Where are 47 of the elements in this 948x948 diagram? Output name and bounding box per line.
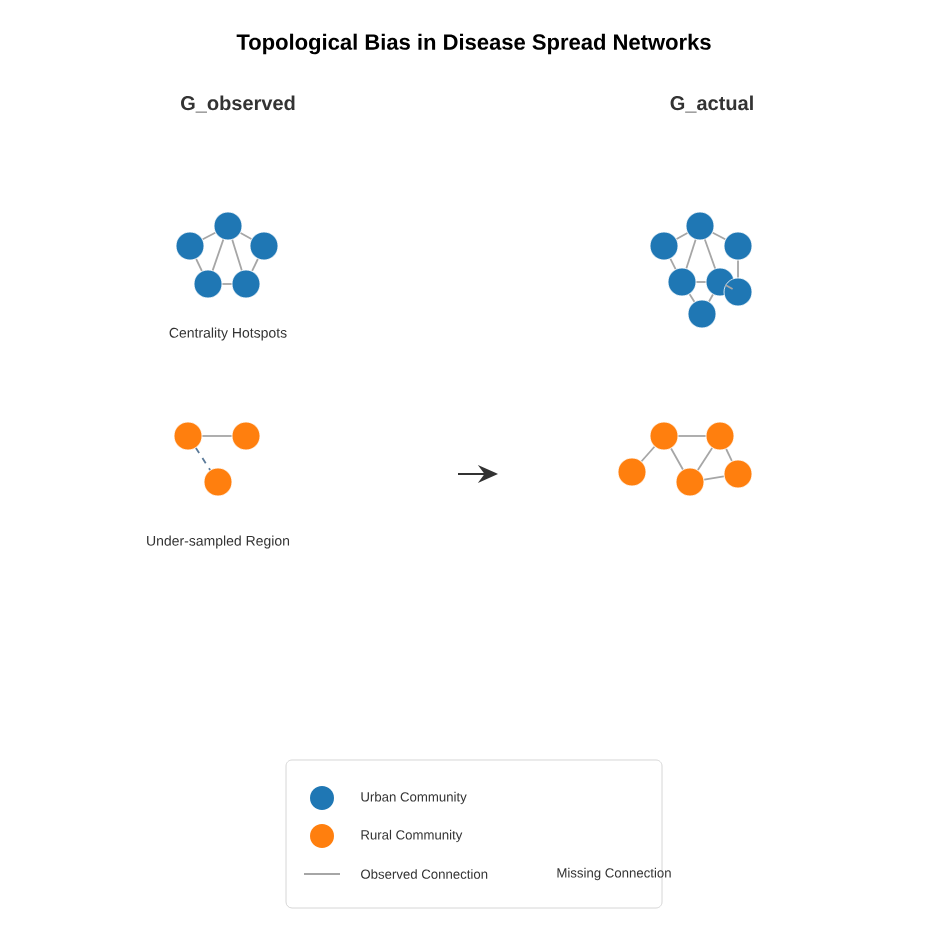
community-node <box>667 267 697 297</box>
network-edge <box>703 238 717 270</box>
community-node <box>231 269 261 299</box>
network-edge <box>711 231 727 241</box>
network-edge <box>688 293 696 303</box>
community-node <box>173 421 203 451</box>
community-node <box>213 211 243 241</box>
network-edge <box>695 281 707 283</box>
community-node <box>231 421 261 451</box>
network-edge <box>194 447 212 471</box>
network-edge <box>685 238 697 270</box>
network-edge <box>221 283 233 285</box>
community-node <box>723 277 753 307</box>
network-edge <box>724 284 734 290</box>
network-edge <box>696 447 714 471</box>
panel-heading: G_observed <box>181 95 295 113</box>
community-node <box>723 231 753 261</box>
title: Topological Bias in Disease Spread Networks <box>236 33 711 55</box>
network-edge <box>231 238 243 272</box>
network-edge <box>640 445 656 463</box>
network-edge <box>677 435 707 437</box>
network-edge <box>708 293 714 303</box>
network-edge <box>669 257 677 270</box>
network-edge <box>211 238 225 272</box>
community-node <box>203 467 233 497</box>
network-edge <box>195 258 203 272</box>
community-node <box>685 211 715 241</box>
network-edge <box>239 232 253 240</box>
network-edge <box>201 435 233 437</box>
network-edge <box>703 475 725 481</box>
network-edge <box>201 231 217 241</box>
community-node <box>723 459 753 489</box>
community-node <box>617 457 647 487</box>
network-edge <box>737 259 739 279</box>
community-node <box>675 467 705 497</box>
community-node <box>649 231 679 261</box>
community-node <box>175 231 205 261</box>
network-edge <box>670 447 684 471</box>
network-edge <box>725 448 733 462</box>
community-node <box>705 421 735 451</box>
community-node <box>649 421 679 451</box>
panel-heading: G_actual <box>670 95 753 113</box>
network-edge <box>675 232 689 240</box>
community-node <box>193 269 223 299</box>
community-node <box>687 299 717 329</box>
network-edge <box>251 258 259 272</box>
community-node <box>249 231 279 261</box>
